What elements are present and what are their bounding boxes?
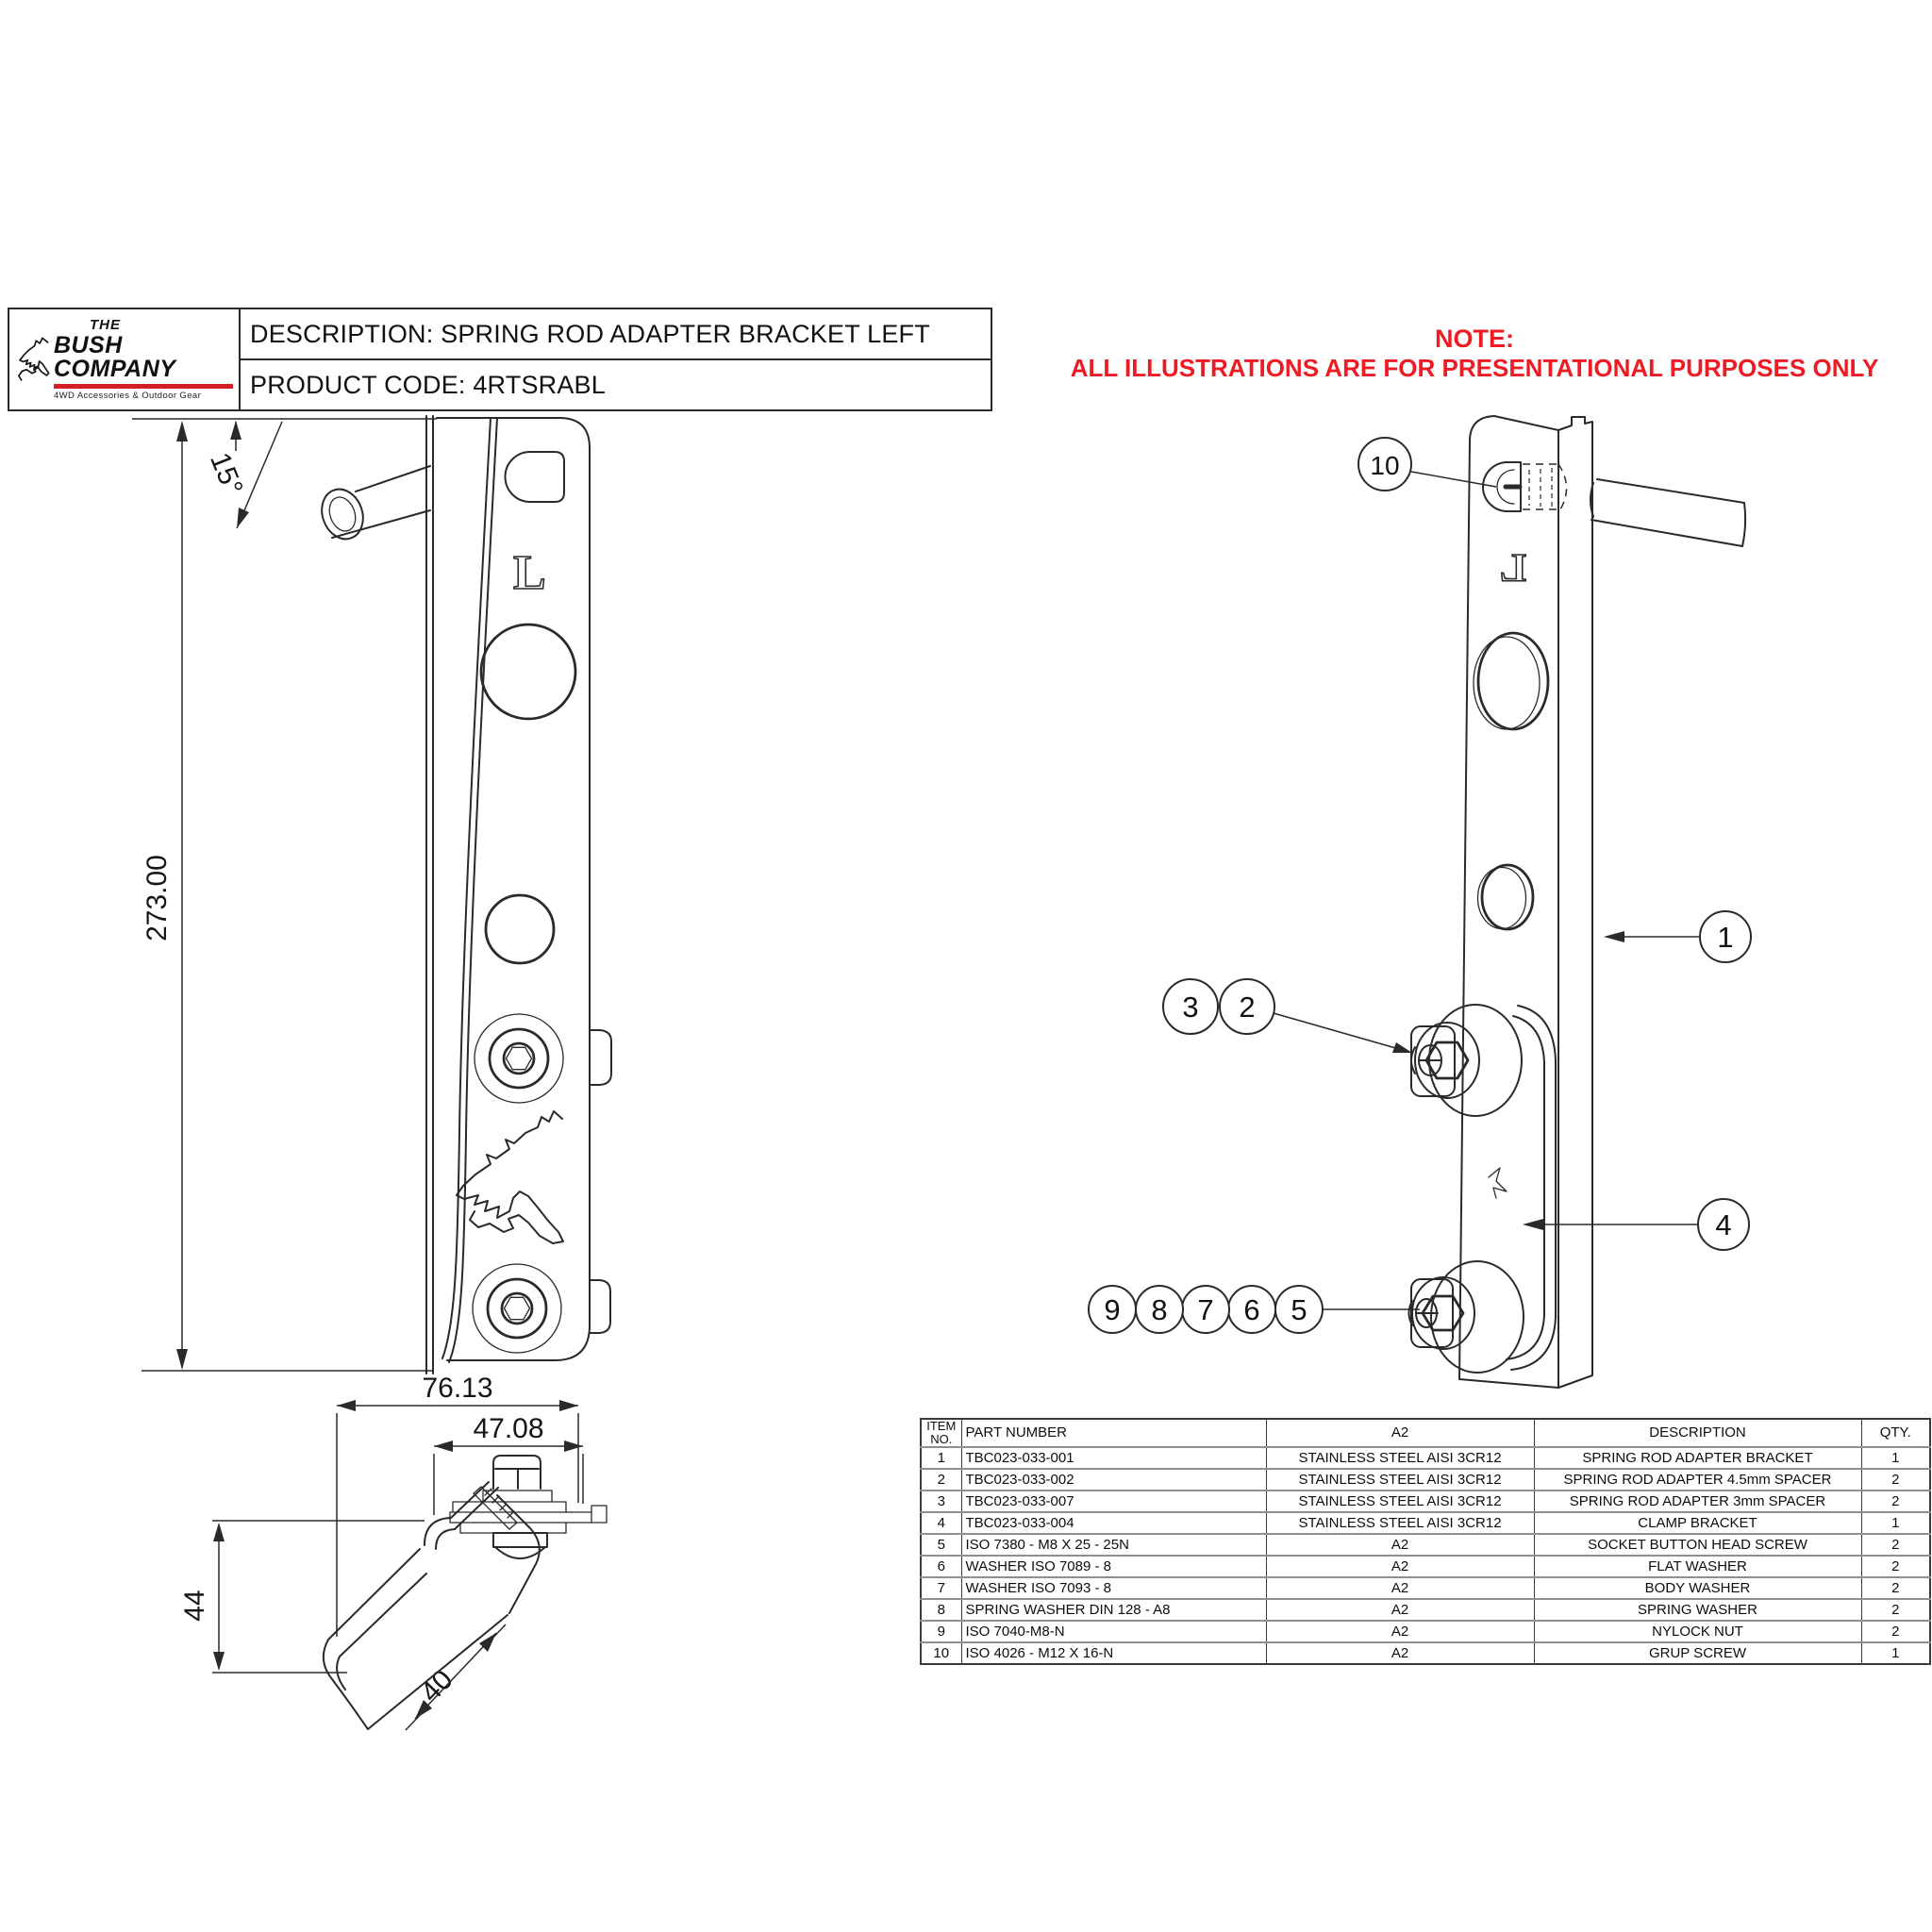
left-orientation-letter: L [513, 546, 546, 600]
left-rod [321, 465, 431, 541]
balloon-3: 3 [1162, 978, 1219, 1035]
table-row: 8 SPRING WASHER DIN 128 - A8 A2 SPRING W… [920, 1598, 1931, 1622]
col-header-item: ITEM NO. [920, 1418, 962, 1448]
left-slot [504, 451, 565, 503]
balloon-10: 10 [1357, 437, 1412, 491]
right-small-hole [1476, 863, 1535, 931]
svg-text:4: 4 [1715, 1208, 1731, 1241]
svg-text:5: 5 [1291, 1293, 1307, 1326]
title-block: THE BUSH COMPANY 4WD Accessories & Outdo… [8, 308, 992, 411]
balloon-4: 4 [1697, 1198, 1750, 1251]
logo-red-bar [54, 384, 233, 390]
svg-text:3: 3 [1182, 991, 1198, 1024]
table-row: 9 ISO 7040-M8-N A2 NYLOCK NUT 2 [920, 1620, 1931, 1643]
right-etch-mark [1488, 1167, 1507, 1199]
kangaroo-logo-icon [18, 337, 50, 381]
right-plate-outline [1458, 415, 1593, 1389]
detail-tube [322, 1548, 508, 1730]
table-row: 4 TBC023-033-004 STAINLESS STEEL AISI 3C… [920, 1511, 1931, 1535]
dim-76-label: 76.13 [422, 1373, 492, 1404]
right-lower-flange [1430, 1260, 1524, 1374]
logo-the: THE [90, 317, 121, 334]
balloon-9: 9 [1088, 1285, 1137, 1334]
svg-text:7: 7 [1197, 1293, 1213, 1326]
dim-44: 44 [179, 1520, 425, 1674]
svg-text:9: 9 [1104, 1293, 1120, 1326]
detail-angled-spacer [473, 1486, 518, 1530]
left-plate-edge-lines [425, 415, 498, 1374]
logo-name: BUSH COMPANY [54, 332, 176, 383]
kangaroo-cutout [456, 1110, 564, 1244]
product-code-field: PRODUCT CODE: 4RTSRABL [250, 370, 606, 399]
logo-tagline: 4WD Accessories & Outdoor Gear [54, 391, 202, 402]
dim-15deg: 15° [204, 421, 283, 529]
svg-text:8: 8 [1151, 1293, 1167, 1326]
company-logo: THE BUSH COMPANY 4WD Accessories & Outdo… [9, 309, 241, 409]
title-block-fields: DESCRIPTION: SPRING ROD ADAPTER BRACKET … [241, 309, 991, 409]
dim-44-label: 44 [179, 1590, 210, 1621]
right-fastener-lower [1407, 1276, 1475, 1350]
dim-15deg-label: 15° [204, 448, 249, 499]
table-row: 7 WASHER ISO 7093 - 8 A2 BODY WASHER 2 [920, 1576, 1931, 1600]
logo-text: THE BUSH COMPANY 4WD Accessories & Outdo… [54, 318, 233, 401]
balloon-2: 2 [1219, 978, 1275, 1035]
table-row: 5 ISO 7380 - M8 X 25 - 25N A2 SOCKET BUT… [920, 1533, 1931, 1557]
note-body: ALL ILLUSTRATIONS ARE FOR PRESENTATIONAL… [1070, 354, 1879, 382]
col-header-part-number: PART NUMBER [960, 1418, 1267, 1448]
svg-text:6: 6 [1243, 1293, 1259, 1326]
svg-text:10: 10 [1370, 451, 1399, 480]
dim-40: 40 [405, 1624, 507, 1731]
parts-table-header: ITEM NO. PART NUMBER A2 DESCRIPTION QTY. [920, 1418, 1931, 1448]
dim-76: 76.13 [336, 1373, 579, 1637]
balloon-leaders [1273, 471, 1700, 1310]
col-header-description: DESCRIPTION [1533, 1418, 1862, 1448]
balloon-7: 7 [1181, 1285, 1230, 1334]
right-clamp-strap [1506, 1005, 1557, 1371]
left-small-hole [484, 893, 556, 965]
dim-273: 273.00 [132, 418, 437, 1372]
left-side-view: L [321, 415, 612, 1374]
balloon-6: 6 [1227, 1285, 1276, 1334]
parts-table: ITEM NO. PART NUMBER A2 DESCRIPTION QTY.… [920, 1418, 1931, 1665]
table-row: 6 WASHER ISO 7089 - 8 A2 FLAT WASHER 2 [920, 1555, 1931, 1578]
detail-clamp-bracket [424, 1481, 541, 1614]
left-large-hole [479, 623, 577, 721]
svg-text:1: 1 [1717, 921, 1733, 954]
dim-273-label: 273.00 [142, 855, 173, 941]
right-orientation-letter: L [1500, 547, 1526, 591]
balloon-5: 5 [1274, 1285, 1324, 1334]
presentation-note: NOTE: ALL ILLUSTRATIONS ARE FOR PRESENTA… [1019, 325, 1930, 383]
left-bracket-outline [436, 417, 612, 1361]
balloon-1: 1 [1699, 910, 1752, 963]
table-row: 3 TBC023-033-007 STAINLESS STEEL AISI 3C… [920, 1490, 1931, 1513]
dim-47-label: 47.08 [473, 1413, 543, 1444]
detail-nut [492, 1532, 548, 1559]
clamp-detail-view [322, 1455, 608, 1730]
col-header-material: A2 [1265, 1418, 1535, 1448]
balloon-8: 8 [1135, 1285, 1184, 1334]
table-row: 1 TBC023-033-001 STAINLESS STEEL AISI 3C… [920, 1446, 1931, 1470]
detail-bolt-head [492, 1455, 541, 1490]
col-header-qty: QTY. [1860, 1418, 1931, 1448]
note-title: NOTE: [1435, 325, 1514, 353]
right-rod [1590, 478, 1747, 547]
right-large-hole [1473, 631, 1550, 731]
description-field: DESCRIPTION: SPRING ROD ADAPTER BRACKET … [241, 309, 991, 360]
left-fastener-upper [474, 1013, 564, 1104]
table-row: 10 ISO 4026 - M12 X 16-N A2 GRUP SCREW 1 [920, 1641, 1931, 1665]
right-upper-flange [1428, 1004, 1523, 1117]
right-perspective-view: L [1407, 415, 1747, 1389]
right-fastener-upper [1410, 1022, 1480, 1099]
dim-47: 47.08 [433, 1413, 584, 1515]
left-fastener-lower [472, 1263, 562, 1354]
svg-text:2: 2 [1239, 991, 1255, 1024]
right-grub-screw-slot [1482, 461, 1568, 512]
detail-washer-stack [449, 1490, 608, 1534]
table-row: 2 TBC023-033-002 STAINLESS STEEL AISI 3C… [920, 1468, 1931, 1491]
